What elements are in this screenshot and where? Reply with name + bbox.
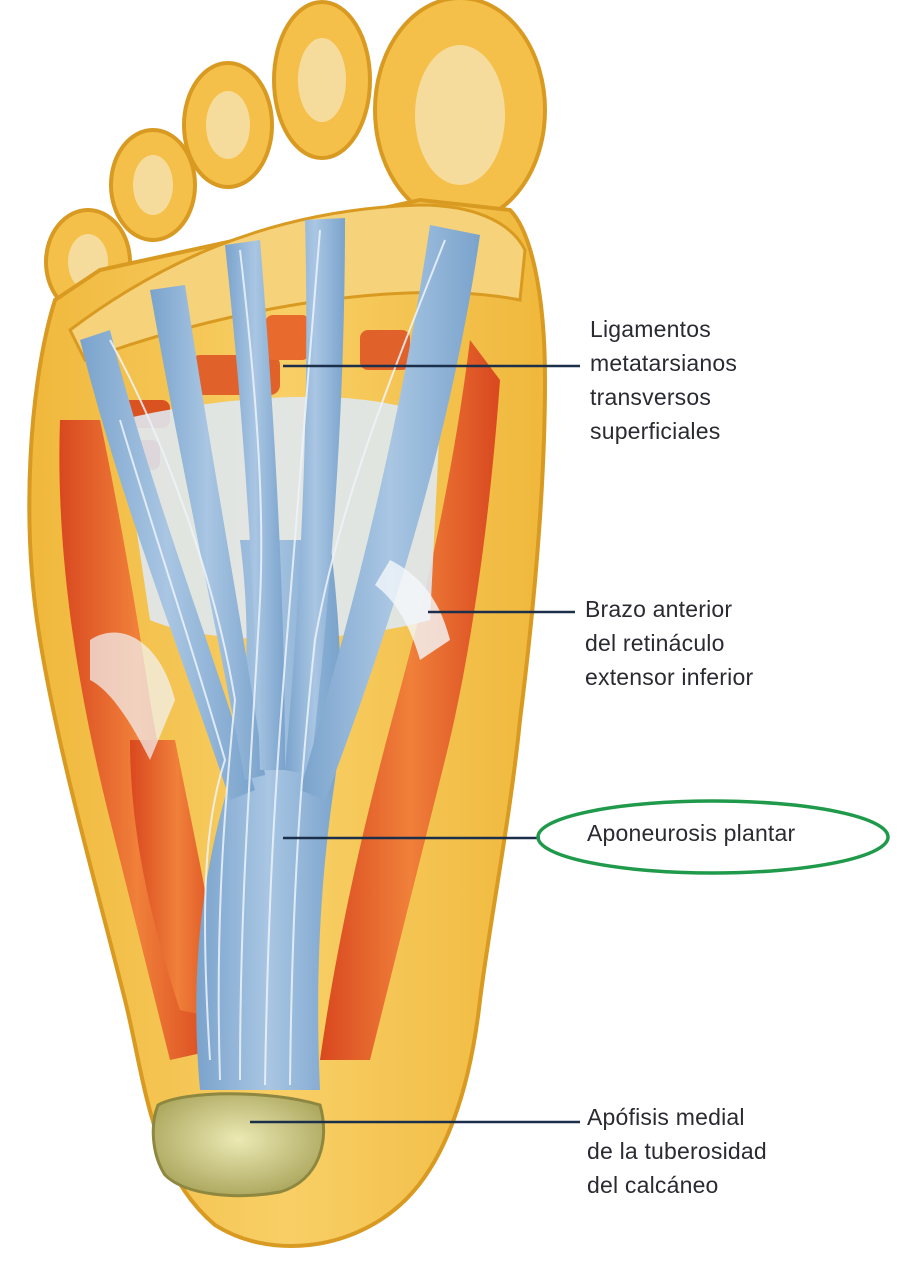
label-ligamentos-metatarsianos: Ligamentos metatarsianos transversos sup… — [590, 312, 737, 448]
aponeurosis-band-2 — [150, 285, 265, 780]
label-line: extensor inferior — [585, 664, 754, 690]
label-line: Apófisis medial — [587, 1104, 745, 1130]
aponeurosis-band-3 — [225, 240, 285, 770]
medial-sheen — [90, 632, 175, 760]
calcaneus-bone — [151, 1092, 326, 1198]
abductor-hallucis — [320, 340, 500, 1060]
label-line: del calcáneo — [587, 1172, 719, 1198]
toe-4-tip — [133, 155, 173, 215]
deep-muscle-3 — [265, 315, 310, 360]
label-aponeurosis-plantar: Aponeurosis plantar — [587, 816, 795, 850]
label-line: transversos — [590, 384, 712, 410]
label-brazo-anterior: Brazo anterior del retináculo extensor i… — [585, 592, 753, 694]
label-line: Aponeurosis plantar — [587, 820, 796, 846]
label-line: superficiales — [590, 418, 721, 444]
fascia-fibers — [109, 229, 446, 1086]
toe-2-tip — [298, 38, 346, 122]
plantar-aponeurosis — [80, 218, 480, 1090]
toe-3-tip — [206, 91, 250, 159]
leader-lines — [250, 364, 580, 1124]
label-line: Ligamentos — [590, 316, 711, 342]
retinaculum-sheen — [375, 560, 450, 660]
highlight-ring — [536, 799, 890, 875]
aponeurosis-band-5 — [300, 225, 480, 800]
label-line: Brazo anterior — [585, 596, 733, 622]
label-line: metatarsianos — [590, 350, 738, 376]
aponeurosis-band-1 — [80, 330, 255, 800]
label-line: del retináculo — [585, 630, 725, 656]
aponeurosis-band-4 — [285, 218, 345, 775]
label-apofisis-medial: Apófisis medial de la tuberosidad del ca… — [587, 1100, 767, 1202]
label-line: de la tuberosidad — [587, 1138, 767, 1164]
toe-1-nail-area — [415, 45, 505, 185]
